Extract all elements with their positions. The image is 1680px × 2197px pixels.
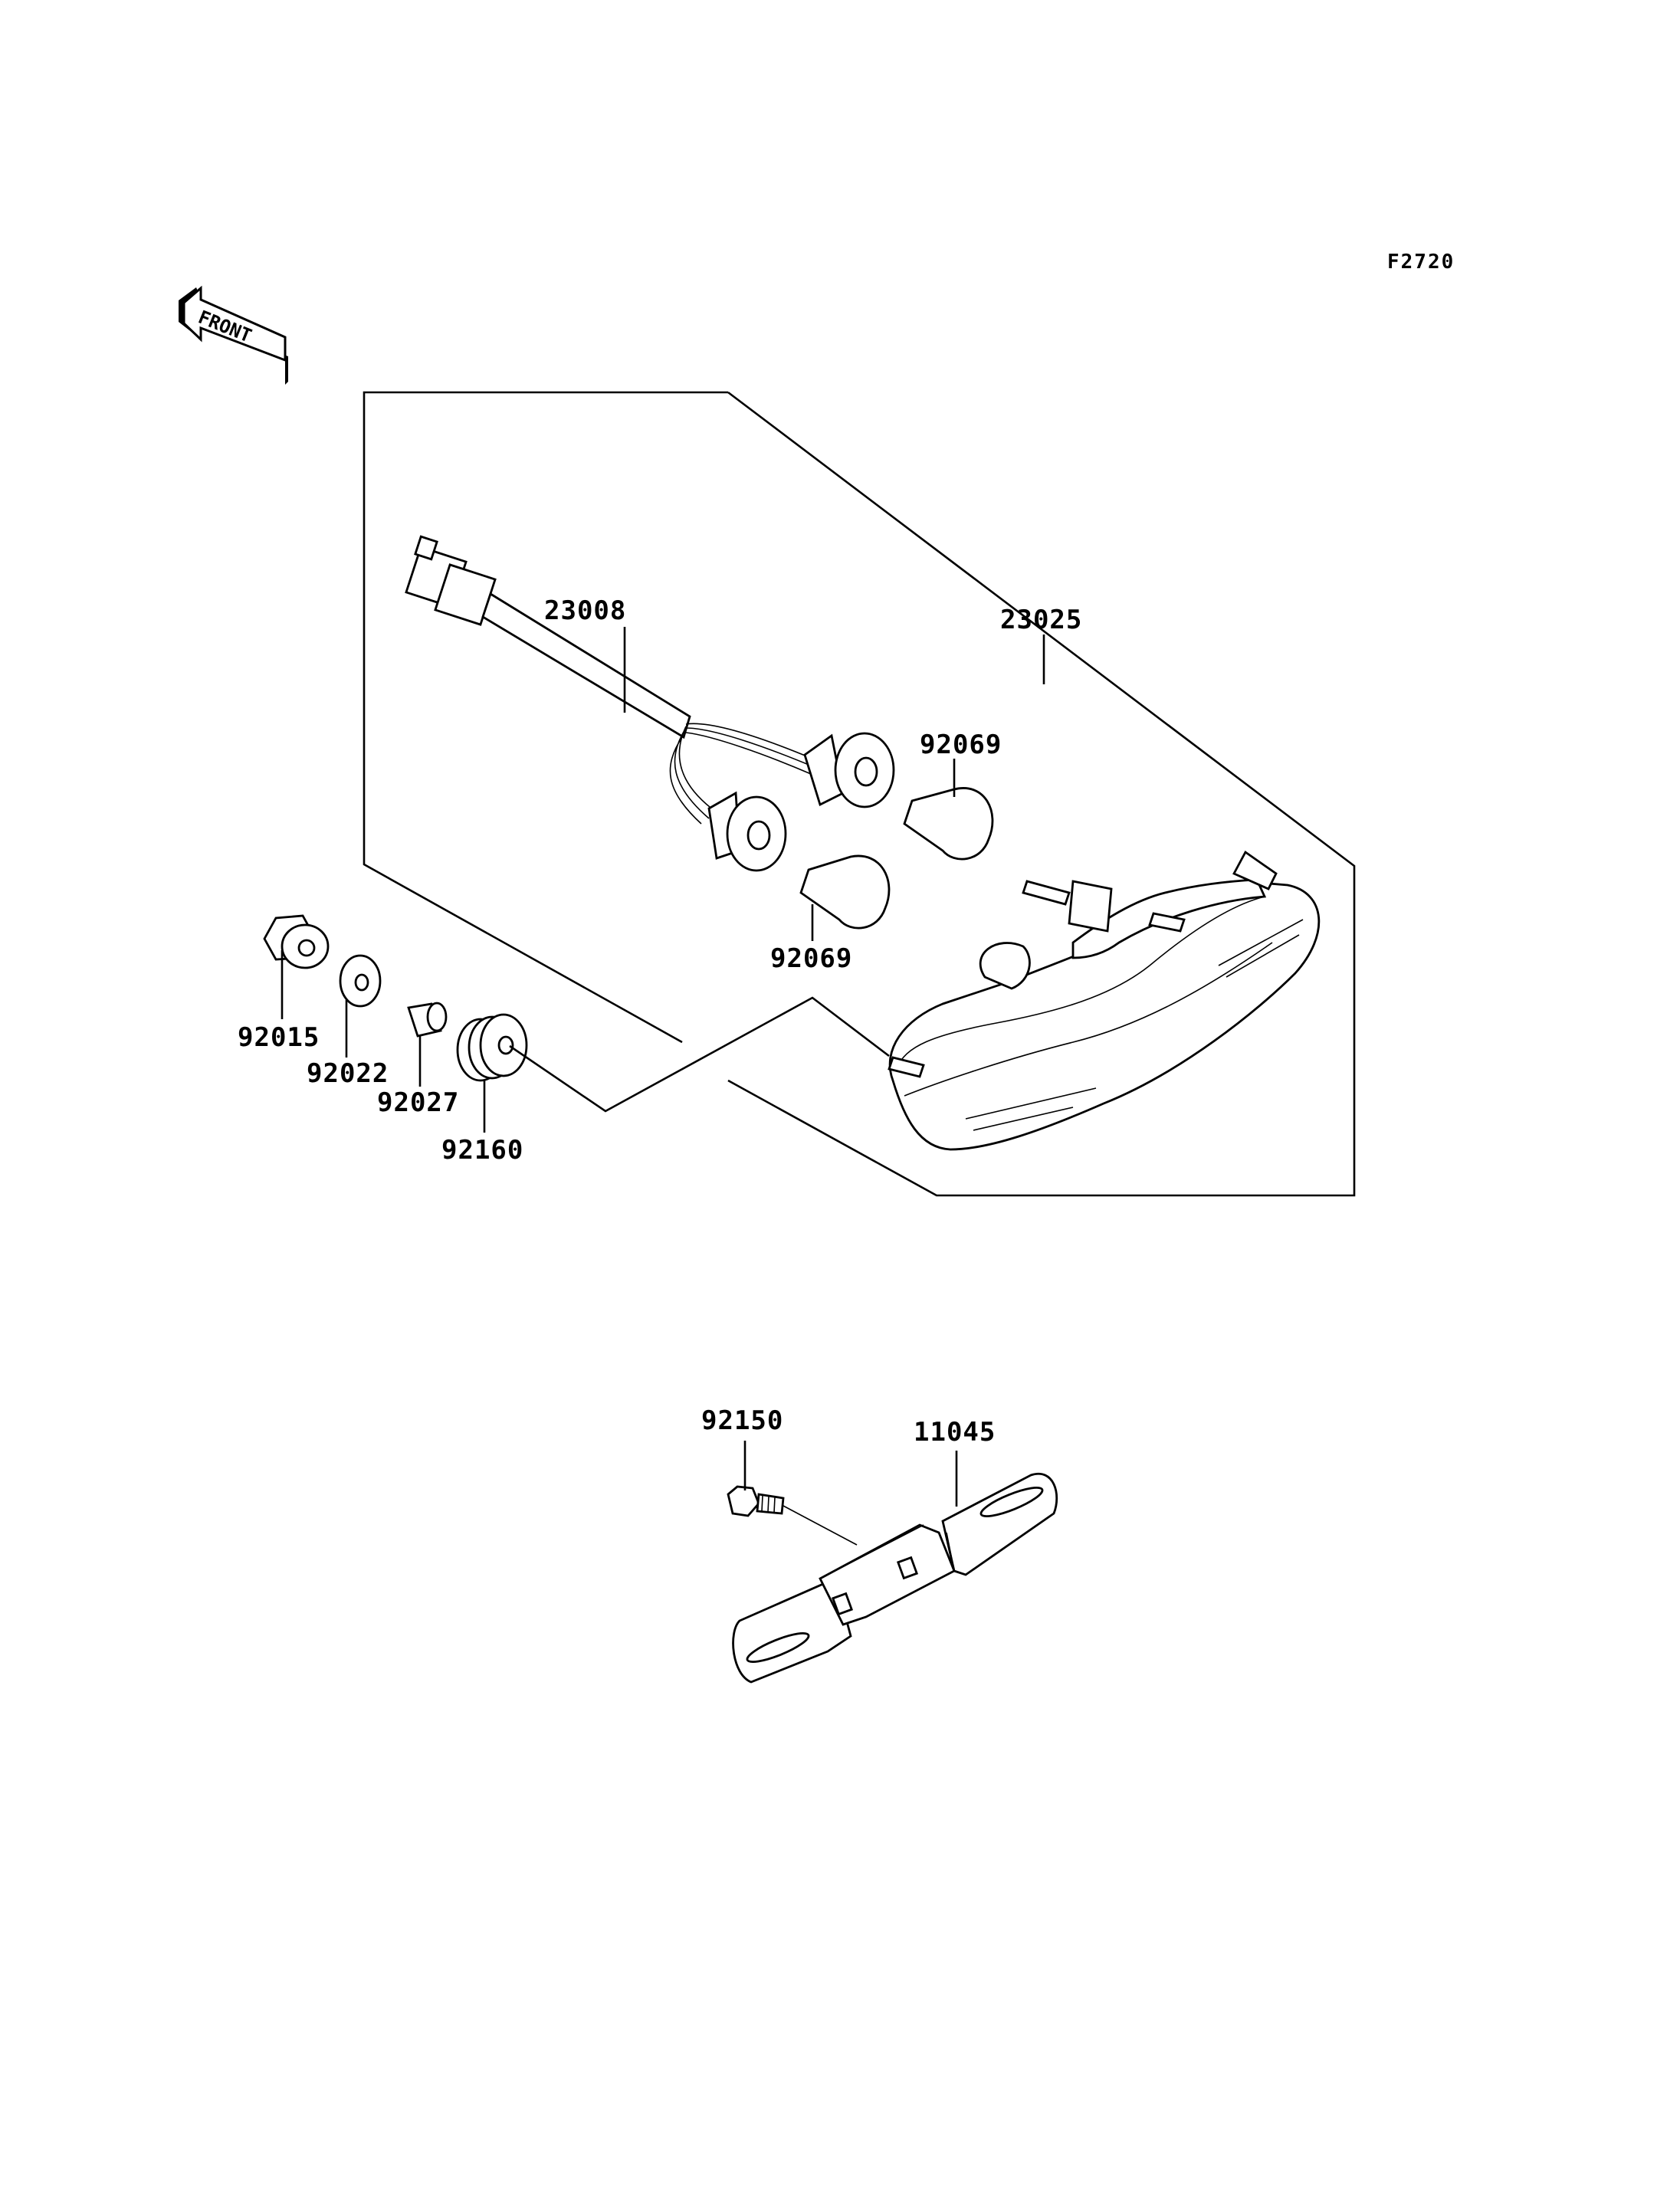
front-arrow-icon: FRONT <box>179 285 288 385</box>
washer <box>339 954 382 1008</box>
bulb-lower <box>799 854 891 930</box>
label-11045: 11045 <box>914 1417 996 1448</box>
grommet <box>456 1013 528 1082</box>
label-92160: 92160 <box>441 1135 523 1166</box>
label-92069-lower: 92069 <box>770 943 852 974</box>
tail-lamp <box>888 850 1321 1151</box>
label-92069-upper: 92069 <box>920 730 1002 760</box>
label-92027: 92027 <box>377 1087 459 1118</box>
label-23025: 23025 <box>1000 605 1082 635</box>
figure-code: F2720 <box>1387 251 1455 274</box>
flange-nut <box>263 914 330 969</box>
label-92150: 92150 <box>701 1405 783 1436</box>
label-92015: 92015 <box>238 1022 320 1053</box>
collar <box>407 1002 448 1038</box>
bulb-upper <box>903 787 994 861</box>
label-23008: 23008 <box>544 595 626 626</box>
label-92022: 92022 <box>307 1058 389 1089</box>
flange-bolt <box>727 1485 785 1517</box>
wire-harness <box>405 535 895 872</box>
license-bracket <box>732 1472 1058 1684</box>
assembly-outline <box>363 391 728 1044</box>
